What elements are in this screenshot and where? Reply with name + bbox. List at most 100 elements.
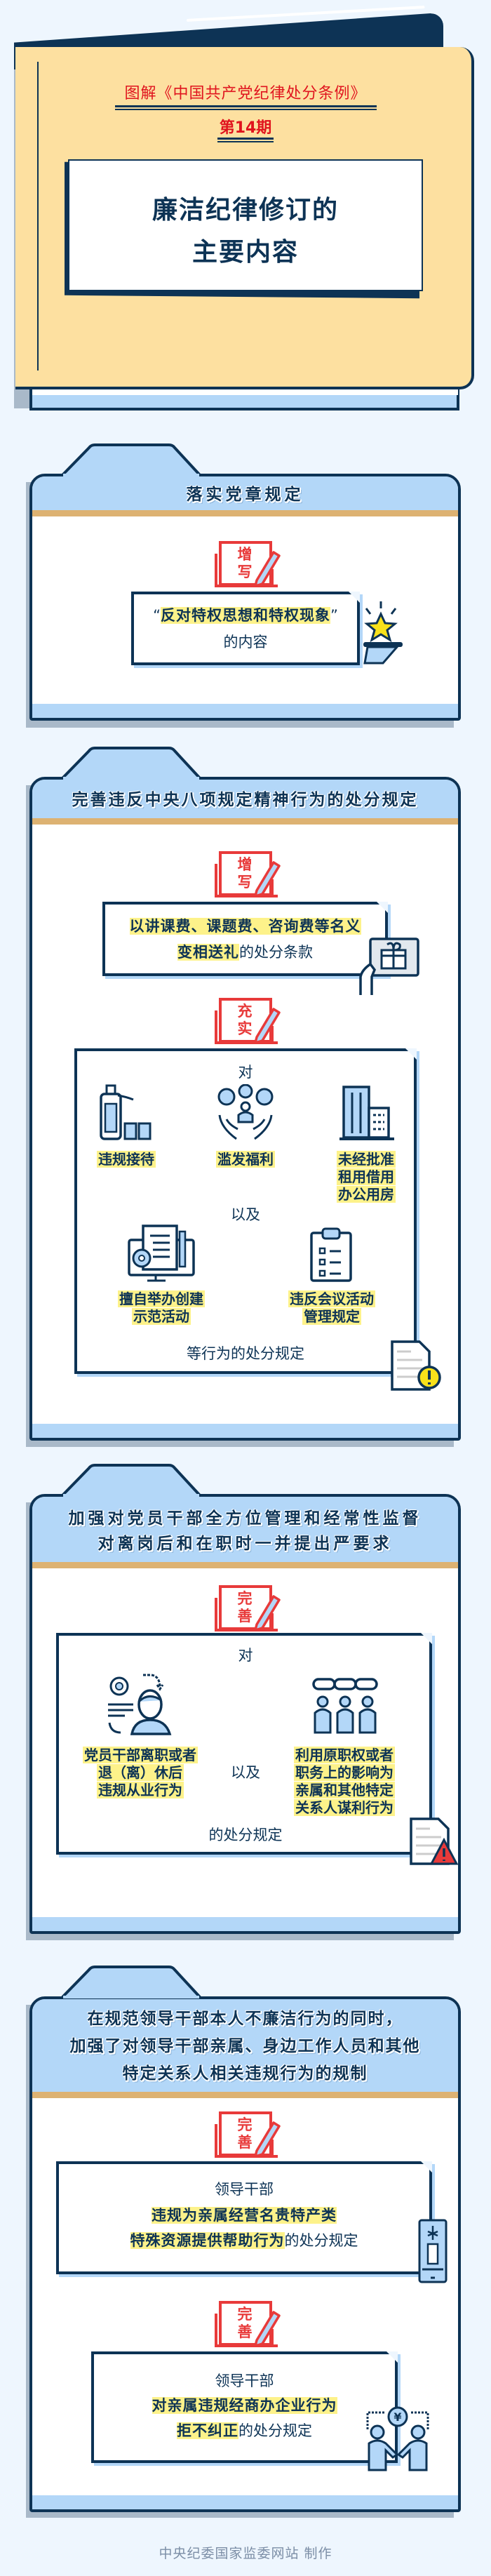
- phone-product-icon: [418, 2219, 448, 2283]
- badge-char: 充: [237, 1003, 253, 1020]
- badge-enriched: 充 实: [210, 998, 282, 1046]
- item-label-line: 违反会议活动: [288, 1290, 375, 1307]
- content-tail: 等行为的处分规定: [187, 1345, 304, 1362]
- liquor-bottle-icon: [100, 1084, 152, 1140]
- badge-char: 善: [237, 2134, 253, 2151]
- content-tail: 的内容: [223, 634, 268, 650]
- item-label-line: 职务上的影响为: [294, 1764, 395, 1781]
- issue-number: 第14期: [219, 119, 272, 137]
- content-card: 领导干部 对亲属违规经商办企业行为 拒不纠正的处分规定: [91, 2351, 398, 2463]
- series-underline: [115, 105, 377, 110]
- badge-added: 增 写: [210, 851, 282, 899]
- item-label: 违规接待: [77, 1151, 175, 1168]
- document-warning-icon: [391, 1340, 441, 1391]
- connector-text: 以及: [231, 1764, 260, 1781]
- item-label: 未经批准 租用借用 办公用房: [317, 1151, 415, 1203]
- item-label: 党员干部离职或者 退（离）休后 违规从业行为: [63, 1747, 217, 1799]
- highlight-text: 变相送礼: [177, 944, 239, 961]
- item-label-line: 利用原职权或者: [294, 1747, 395, 1763]
- footer-credit: 中央纪委国家监委网站 制作: [159, 2546, 332, 2561]
- badge-improved: 完 善: [210, 2111, 282, 2159]
- item-label-line: 示范活动: [132, 1308, 191, 1325]
- hands-welfare-icon: [217, 1084, 274, 1140]
- badge-char: 写: [237, 874, 253, 890]
- title-box: [68, 159, 423, 291]
- section-header: [32, 476, 458, 516]
- content-tail: 的处分条款: [239, 944, 313, 961]
- office-building-icon: [339, 1086, 394, 1140]
- lead-text: 领导干部: [215, 2373, 274, 2389]
- item-label: 滥发福利: [196, 1151, 295, 1168]
- highlight-text: 对亲属违规经商办企业行为: [152, 2397, 337, 2414]
- folder-tab: [61, 443, 201, 476]
- item-label-line: 未经批准: [337, 1151, 396, 1168]
- badge-improved: 完 善: [210, 2301, 282, 2349]
- item-label-line: 党员干部离职或者: [83, 1747, 198, 1763]
- section-footer-strip: [32, 2495, 458, 2509]
- clipboard-checklist-icon: [310, 1227, 352, 1282]
- handshake-money-icon: ¥: [366, 2406, 429, 2471]
- content-card: [56, 1633, 432, 1855]
- section-header: [32, 780, 458, 825]
- section-title-line3: 特定关系人相关违规行为的规制: [122, 2064, 368, 2083]
- highlight-text: 特殊资源提供帮助行为: [130, 2232, 285, 2249]
- content-tail: 的处分规定: [208, 1827, 283, 1843]
- folder-tab: [61, 1966, 201, 1998]
- gift-card-icon: [359, 937, 419, 995]
- content-line-2: 变相送礼的处分条款: [105, 942, 385, 962]
- badge-char: 完: [237, 2306, 253, 2323]
- section-footer-strip: [32, 704, 458, 718]
- connector-text: 以及: [231, 1206, 260, 1223]
- item-label-line: 滥发福利: [216, 1151, 275, 1168]
- item-label: 利用原职权或者 职务上的影响为 亲属和其他特定 关系人谋利行为: [279, 1747, 410, 1817]
- badge-improved: 完 善: [210, 1585, 282, 1633]
- series-title: 图解《中国共产党纪律处分条例》: [124, 85, 367, 102]
- main-title-line2: 主要内容: [191, 238, 299, 267]
- badge-char: 善: [237, 1608, 253, 1624]
- content-line-1: 对亲属违规经商办企业行为: [94, 2396, 395, 2415]
- section-title: 落实党章规定: [186, 486, 304, 504]
- content-line-1: 以讲课费、课题费、咨询费等名义: [105, 916, 385, 936]
- people-chain-icon: [312, 1678, 378, 1734]
- content-line-1: “反对特权思想和特权现象”: [134, 606, 357, 625]
- badge-added: 增 写: [210, 541, 282, 589]
- highlight-text: 拒不纠正: [177, 2422, 238, 2439]
- folder-tab: [61, 747, 201, 780]
- main-title-line1: 廉洁纪律修订的: [152, 196, 339, 225]
- highlight-text: 反对特权思想和特权现象: [161, 607, 330, 624]
- item-label-line: 亲属和其他特定: [294, 1782, 395, 1798]
- section-footer-strip: [32, 1424, 458, 1438]
- section-title: 完善违反中央八项规定精神行为的处分规定: [72, 791, 419, 809]
- badge-char: 实: [237, 1020, 253, 1037]
- content-tail: 的处分规定: [284, 2232, 358, 2249]
- content-card: 以讲课费、课题费、咨询费等名义 变相送礼的处分条款: [102, 902, 388, 976]
- content-tail: 的处分规定: [238, 2422, 312, 2439]
- item-label-line: 关系人谋利行为: [294, 1799, 395, 1816]
- badge-char: 增: [237, 856, 253, 873]
- badge-char: 完: [237, 2116, 253, 2133]
- badge-char: 写: [237, 563, 253, 580]
- item-label-line: 退（离）休后: [97, 1764, 184, 1781]
- item-label-line: 违规接待: [97, 1151, 156, 1168]
- item-label-line: 管理规定: [302, 1308, 361, 1325]
- item-label: 违反会议活动 管理规定: [269, 1290, 395, 1326]
- section-header: [32, 1999, 458, 2098]
- content-line-2: 特殊资源提供帮助行为的处分规定: [59, 2231, 429, 2250]
- section-footer-strip: [32, 1917, 458, 1931]
- section-title-line1: 在规范领导干部本人不廉洁行为的同时，: [87, 2010, 403, 2028]
- highlight-text: 以讲课费、课题费、咨询费等名义: [129, 918, 361, 935]
- lead-text: 对: [238, 1064, 253, 1081]
- item-label-line: 擅自举办创建: [118, 1290, 205, 1307]
- issue-underline: [217, 138, 274, 142]
- content-card: “反对特权思想和特权现象” 的内容: [131, 592, 360, 665]
- lead-text: 对: [238, 1647, 253, 1664]
- monitor-document-icon: [128, 1224, 195, 1282]
- item-label-line: 办公用房: [337, 1186, 396, 1203]
- item-label-line: 租用借用: [337, 1168, 396, 1185]
- star-on-hand-icon: [363, 601, 403, 665]
- content-card: 领导干部 违规为亲属经营名贵特产类 特殊资源提供帮助行为的处分规定: [56, 2161, 432, 2274]
- book-spine-line: [37, 62, 39, 371]
- badge-char: 完: [237, 1590, 253, 1607]
- item-label: 擅自举办创建 示范活动: [98, 1290, 224, 1326]
- highlight-text: 违规为亲属经营名贵特产类: [152, 2207, 337, 2224]
